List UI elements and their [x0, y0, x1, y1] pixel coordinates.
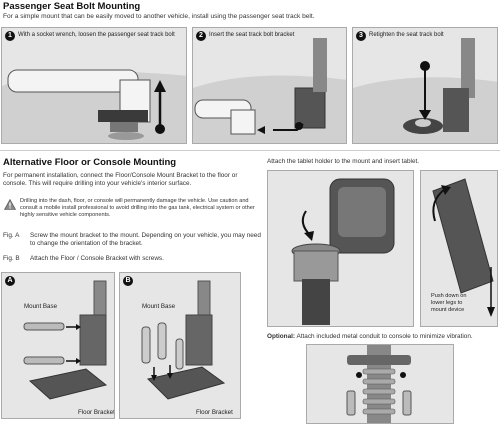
push-down-note: Push down on lower legs to mount device	[431, 293, 471, 314]
optional-note: Optional: Attach included metal conduit …	[267, 333, 497, 341]
intro-text: For a simple mount that can be easily mo…	[3, 13, 493, 21]
step-1-panel: 1 With a socket wrench, loosen the passe…	[1, 27, 187, 144]
step-3-panel: 3 Retighten the seat track bolt	[352, 27, 498, 144]
tablet-holder-illustration	[268, 171, 414, 327]
warning-text: Drilling into the dash, floor, or consol…	[20, 198, 262, 219]
fig-b-screws-illustration	[120, 273, 241, 419]
fig-a-text: Screw the mount bracket to the mount. De…	[30, 232, 262, 248]
conduit-panel	[306, 344, 454, 424]
optional-text: Attach included metal conduit to console…	[295, 333, 473, 340]
seat-bolt-wrench-illustration	[2, 28, 187, 144]
fig-b-panel: B Mount Base Floor Bracket	[119, 272, 241, 419]
alt-section-title: Alternative Floor or Console Mounting	[3, 157, 176, 168]
retighten-bolt-illustration	[353, 28, 498, 144]
section-divider	[0, 150, 500, 151]
warning-icon	[4, 199, 16, 210]
fig-b-text: Attach the Floor / Console Bracket with …	[30, 255, 262, 263]
fig-b-key: Fig. B	[3, 255, 20, 262]
attach-caption: Attach the tablet holder to the mount an…	[267, 158, 497, 166]
fig-a-bracket-illustration	[2, 273, 115, 419]
optional-label: Optional:	[267, 333, 295, 340]
fig-a-panel: A Mount Base Floor Bracket	[1, 272, 115, 419]
insert-bracket-illustration	[193, 28, 347, 144]
push-down-panel: Push down on lower legs to mount device	[420, 170, 498, 327]
step-2-panel: 2 Insert the seat track bolt bracket	[192, 27, 347, 144]
fig-a-key: Fig. A	[3, 232, 19, 239]
metal-conduit-illustration	[307, 345, 454, 424]
alt-intro-text: For permanent installation, connect the …	[3, 172, 261, 188]
attach-holder-panel	[267, 170, 414, 327]
page-title: Passenger Seat Bolt Mounting	[3, 1, 140, 12]
